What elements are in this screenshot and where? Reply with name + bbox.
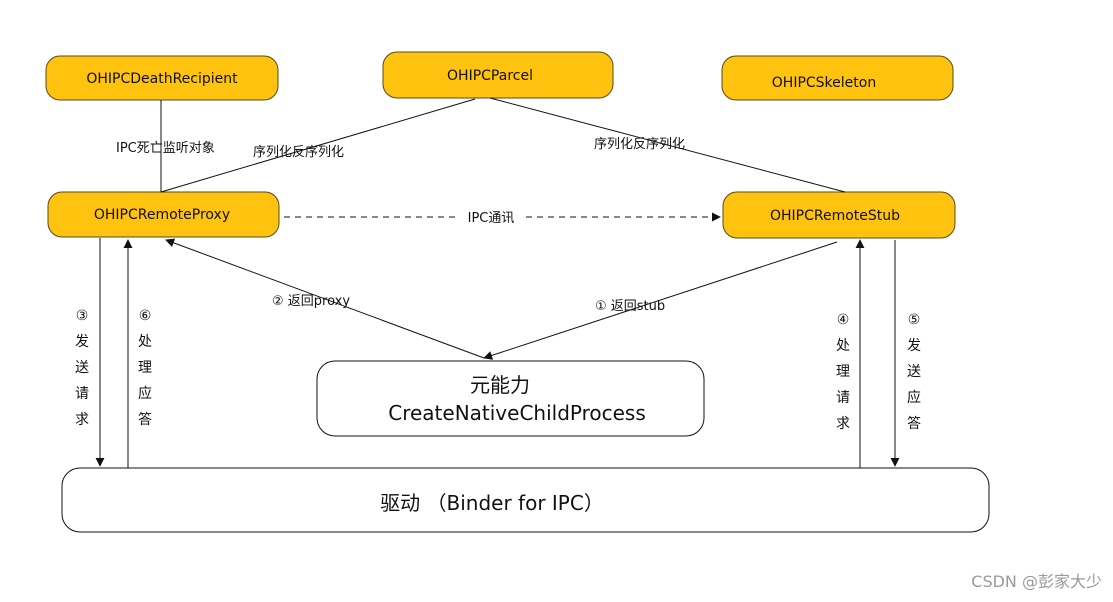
vlabel-char: 求 — [75, 412, 89, 428]
vlabel-char: 请 — [75, 386, 89, 402]
edge-label-serialize-left: 序列化反序列化 — [253, 145, 344, 160]
line-parcel-to-proxy — [160, 98, 476, 193]
edge-label-serialize-right: 序列化反序列化 — [594, 137, 685, 152]
edge-label-ipc-comm: IPC通讯 — [468, 211, 515, 226]
vlabel-char: 送 — [75, 360, 89, 376]
vlabel-send-request-num: ③ — [76, 308, 89, 324]
line-parcel-to-stub — [489, 97, 846, 193]
node-death-recipient: OHIPCDeathRecipient — [45, 55, 279, 101]
node-parcel: OHIPCParcel — [382, 51, 614, 99]
vlabel-handle-reply-num: ⑥ — [139, 308, 152, 324]
vlabel-char: 处 — [138, 334, 152, 350]
vlabel-char: 求 — [836, 416, 850, 432]
vlabel-send-reply: ⑤ 发 送 应 答 — [907, 312, 921, 432]
vlabel-char: 应 — [907, 389, 921, 406]
node-skeleton-label: OHIPCSkeleton — [772, 75, 876, 91]
vlabel-send-request: ③ 发 送 请 求 — [75, 308, 89, 428]
node-remote-stub: OHIPCRemoteStub — [722, 191, 956, 239]
node-driver: 驱动 （Binder for IPC） — [61, 467, 990, 533]
edge-label-return-stub: ① 返回stub — [595, 299, 665, 314]
vlabel-char: 理 — [138, 360, 152, 376]
node-parcel-label: OHIPCParcel — [447, 68, 533, 84]
driver-label: 驱动 （Binder for IPC） — [380, 491, 604, 515]
vlabel-char: 请 — [836, 390, 850, 406]
node-death-recipient-label: OHIPCDeathRecipient — [86, 71, 238, 87]
edge-label-return-proxy: ② 返回proxy — [272, 294, 350, 309]
node-remote-stub-label: OHIPCRemoteStub — [770, 208, 900, 224]
watermark: CSDN @彭家大少 — [971, 572, 1102, 591]
capability-title: 元能力 — [470, 373, 530, 397]
node-skeleton: OHIPCSkeleton — [721, 55, 954, 101]
vlabel-handle-reply: ⑥ 处 理 应 答 — [138, 308, 152, 428]
node-capability: 元能力 CreateNativeChildProcess — [316, 360, 705, 437]
vlabel-char: 理 — [836, 364, 850, 380]
capability-subtitle: CreateNativeChildProcess — [388, 401, 646, 425]
node-remote-proxy: OHIPCRemoteProxy — [47, 191, 280, 238]
vlabel-char: 答 — [907, 415, 921, 432]
vlabel-handle-request: ④ 处 理 请 求 — [836, 312, 850, 432]
arrow-return-stub — [483, 241, 838, 360]
edge-label-death-monitor: IPC死亡监听对象 — [116, 141, 215, 156]
vlabel-char: 处 — [836, 338, 850, 354]
vlabel-send-reply-num: ⑤ — [908, 312, 921, 328]
vlabel-char: 送 — [907, 364, 921, 380]
vlabel-char: 应 — [138, 385, 152, 402]
arrow-return-proxy — [165, 238, 485, 359]
vlabel-handle-request-num: ④ — [837, 312, 850, 328]
vlabel-char: 发 — [907, 338, 921, 354]
node-remote-proxy-label: OHIPCRemoteProxy — [94, 207, 230, 223]
vlabel-char: 答 — [138, 411, 152, 428]
vlabel-char: 发 — [75, 334, 89, 350]
